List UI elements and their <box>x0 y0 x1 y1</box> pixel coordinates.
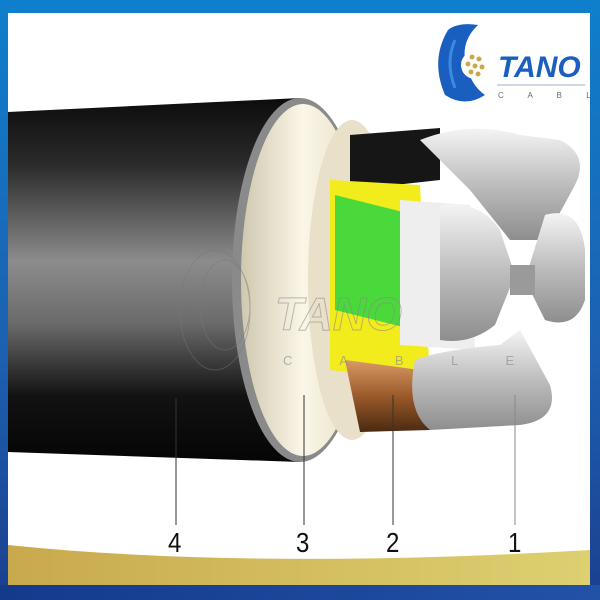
label-4: 4 <box>168 527 182 559</box>
watermark-text: TANO <box>275 288 402 340</box>
label-1: 1 <box>508 527 522 559</box>
outer-jacket <box>8 98 300 462</box>
watermark-subtext: C A B L E <box>283 353 536 368</box>
label-3: 3 <box>296 527 310 559</box>
label-2: 2 <box>386 527 400 559</box>
watermark <box>179 249 251 371</box>
bottom-blue-band <box>0 585 600 600</box>
logo-subtitle: C A B L E <box>498 91 600 100</box>
gold-band <box>8 545 590 585</box>
tano-logo: TANO C A B L E <box>438 24 600 102</box>
logo-brand-name: TANO <box>498 51 581 84</box>
